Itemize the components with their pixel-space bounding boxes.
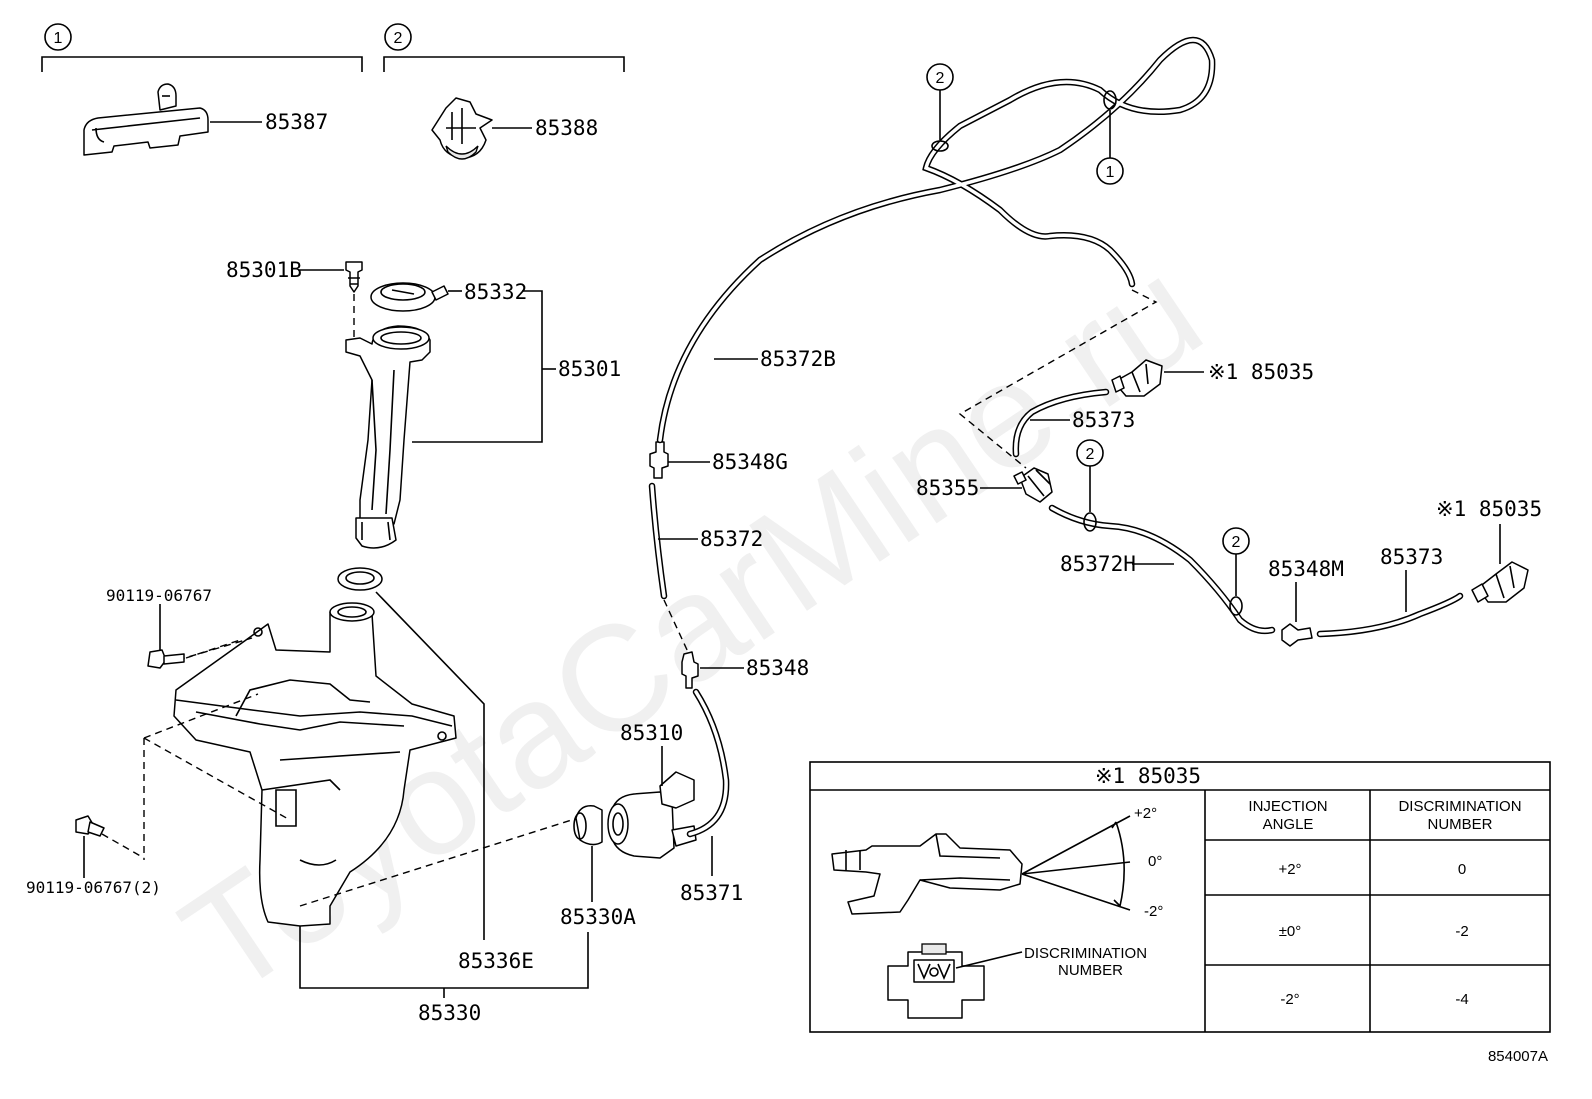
- bolt-90119-lower: [75, 815, 145, 878]
- seal-85336E: [337, 567, 485, 940]
- table-title: ※1 85035: [1095, 764, 1201, 788]
- clip-marker-2-top-label: 2: [936, 70, 945, 87]
- clip-85388: [431, 97, 532, 160]
- row-1-number: 0: [1458, 861, 1466, 878]
- label-85330A: 85330A: [560, 905, 636, 929]
- hose-85372: [648, 482, 698, 653]
- nozzle-side-view: +2° 0° -2°: [831, 805, 1163, 920]
- filler-pipe-85301: [345, 290, 556, 549]
- label-85035-upper: ※1 85035: [1208, 360, 1314, 384]
- clamp-85387: [83, 83, 262, 156]
- pump-85310: [607, 746, 697, 859]
- nozzle-85035-lower: [1471, 524, 1529, 603]
- label-85336E: 85336E: [458, 949, 534, 973]
- nozzle-top-view: DISCRIMINATION NUMBER: [887, 943, 1147, 1019]
- label-85330: 85330: [418, 1001, 481, 1025]
- row-2-angle: ±0°: [1279, 923, 1302, 940]
- clip-marker-2-mid-label: 2: [1086, 446, 1095, 463]
- label-85301: 85301: [558, 357, 621, 381]
- group-2-marker: 2: [394, 30, 403, 47]
- label-85371: 85371: [680, 881, 743, 905]
- clip-marker-2-low: 2: [1222, 527, 1250, 616]
- label-85348M: 85348M: [1268, 557, 1344, 581]
- label-85301B: 85301B: [226, 258, 302, 282]
- label-85332: 85332: [464, 280, 527, 304]
- label-90119-06767: 90119-06767: [106, 586, 212, 605]
- clip-marker-1-top: 1: [1096, 90, 1124, 185]
- label-85373-lower: 85373: [1380, 545, 1443, 569]
- label-85372: 85372: [700, 527, 763, 551]
- connector-85355: [980, 467, 1053, 503]
- cap-85332: [370, 282, 462, 312]
- joint-85348: [681, 651, 744, 689]
- group-1-bracket: 1: [41, 23, 363, 72]
- label-85388: 85388: [535, 116, 598, 140]
- clip-marker-2-top: 2: [926, 63, 954, 152]
- label-85348: 85348: [746, 656, 809, 680]
- grommet-85330A: [573, 805, 603, 902]
- label-85310: 85310: [620, 721, 683, 745]
- label-85372H: 85372H: [1060, 552, 1136, 576]
- label-85348G: 85348G: [712, 450, 788, 474]
- header-discrimination-line2: NUMBER: [1427, 816, 1492, 833]
- hose-85373-lower: [1316, 570, 1464, 638]
- hose-85371: [686, 688, 730, 876]
- hose-85373-upper: [1012, 388, 1110, 458]
- group-2-bracket: 2: [383, 23, 625, 72]
- callout-line1: DISCRIMINATION: [1024, 945, 1147, 962]
- header-injection-line1: INJECTION: [1248, 798, 1327, 815]
- label-85387: 85387: [265, 110, 328, 134]
- washer-tank: [143, 602, 579, 927]
- row-2-number: -2: [1455, 923, 1468, 940]
- nozzle-spec-table: ※1 85035 INJECTION ANGLE DISCRIMINATION …: [809, 761, 1551, 1033]
- screw-85301B: [298, 261, 363, 338]
- angle-zero: 0°: [1148, 853, 1162, 870]
- nozzle-85035-upper: [1111, 359, 1204, 397]
- row-3-number: -4: [1455, 991, 1468, 1008]
- joint-85348G: [649, 441, 710, 479]
- callout-line2: NUMBER: [1058, 962, 1123, 979]
- group-1-marker: 1: [54, 30, 63, 47]
- row-3-angle: -2°: [1280, 991, 1299, 1008]
- clip-marker-2-mid: 2: [1076, 439, 1104, 532]
- label-85355: 85355: [916, 476, 979, 500]
- clip-marker-2-low-label: 2: [1232, 534, 1241, 551]
- label-85373-upper: 85373: [1072, 408, 1135, 432]
- angle-plus2: +2°: [1134, 805, 1157, 822]
- label-90119-06767-2: 90119-06767(2): [26, 878, 161, 897]
- label-85035-lower: ※1 85035: [1436, 497, 1542, 521]
- row-1-angle: +2°: [1278, 861, 1301, 878]
- clip-marker-1-top-label: 1: [1106, 164, 1115, 181]
- hose-85372B: [656, 36, 1216, 444]
- header-discrimination-line1: DISCRIMINATION: [1398, 798, 1521, 815]
- bolt-90119-upper: [147, 604, 241, 669]
- header-injection-line2: ANGLE: [1263, 816, 1314, 833]
- label-85372B: 85372B: [760, 347, 836, 371]
- figure-id: 854007A: [1488, 1048, 1548, 1065]
- angle-minus2: -2°: [1144, 903, 1163, 920]
- joint-85348M: [1281, 582, 1313, 647]
- connection-dash: [958, 289, 1158, 469]
